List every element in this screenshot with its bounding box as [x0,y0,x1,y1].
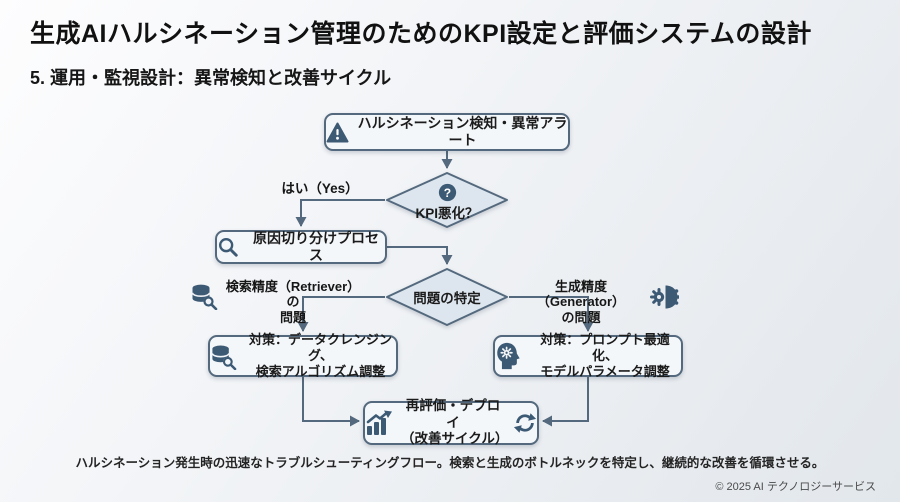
node-retriever-action: 対策：データクレンジング、 検索アルゴリズム調整 [208,332,398,379]
node-cause-isolation-label: 原因切り分けプロセス [253,229,379,263]
page-title: 生成AIハルシネーション管理のためのKPI設定と評価システムの設計 [30,20,812,48]
svg-text:?: ? [443,185,450,199]
warning-icon [326,122,349,142]
diamond-shape [386,268,508,326]
question-icon: ? [438,183,456,201]
branch-retriever-label: 検索精度（Retriever）の 問題 [225,279,361,325]
chart-up-icon [366,410,392,435]
node-alert: ハルシネーション検知・異常アラート [324,113,570,151]
head-gear-icon [497,342,520,370]
connector-yes-to-cause [295,199,385,227]
connector-cause-to-problem [387,246,453,265]
refresh-icon [513,413,537,433]
node-redeploy-label: 再評価・デプロイ （改善サイクル） [401,398,509,447]
node-alert-label: ハルシネーション検知・異常アラート [357,114,568,148]
node-retriever-action-label: 対策：データクレンジング、 検索アルゴリズム調整 [248,332,392,379]
branch-generator-label: 生成精度（Generator） の問題 [536,279,626,325]
copyright-footer: © 2025 AI テクノロジーサービス [715,481,876,493]
node-generator-action-label: 対策：プロンプト最適化、 モデルパラメータ調整 [540,332,670,379]
connector-problem-to-generator-action [509,296,594,332]
node-problem-decision-label: 問題の特定 [413,291,481,306]
node-cause-isolation: 原因切り分けプロセス [215,230,387,264]
node-problem-decision: 問題の特定 [385,268,509,326]
search-icon [219,238,238,257]
connector-problem-to-retriever-action [297,296,385,332]
branch-yes-label: はい（Yes） [281,181,359,196]
section-subtitle: 5. 運用・監視設計：異常検知と改善サイクル [30,68,392,88]
database-search-icon [211,345,237,370]
connector-generator-to-redeploy [542,377,589,427]
node-kpi-decision-label: KPI悪化？ [415,205,479,221]
gear-brain-icon [650,285,679,309]
node-redeploy: 再評価・デプロイ （改善サイクル） [363,398,539,447]
connector-retriever-to-redeploy [302,377,360,427]
node-generator-action: 対策：プロンプト最適化、 モデルパラメータ調整 [493,332,683,379]
flow-caption: ハルシネーション発生時の迅速なトラブルシューティングフロー。検索と生成のボトルネ… [75,456,825,470]
database-search-icon [191,284,218,310]
node-kpi-decision: ? KPI悪化？ [385,172,509,228]
